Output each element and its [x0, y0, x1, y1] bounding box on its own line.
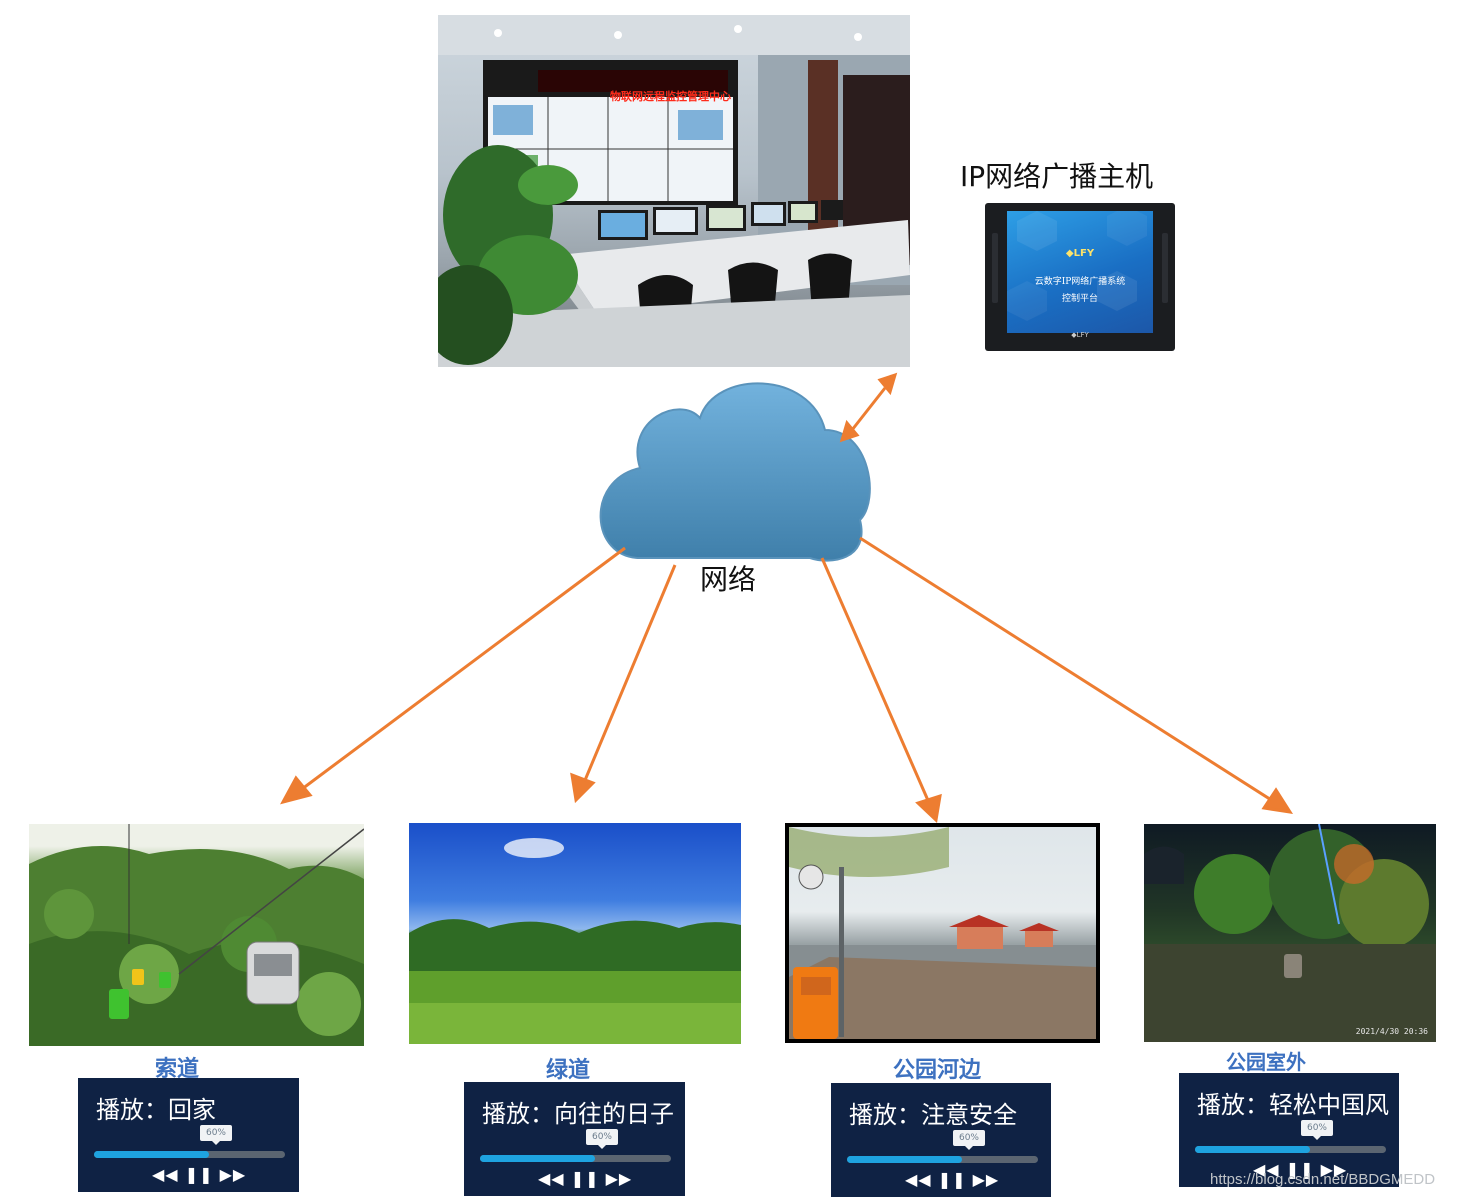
host-screen: ◆LFY 云数字IP网络广播系统 控制平台: [1007, 211, 1153, 333]
arrow-to-greenway: [581, 564, 677, 786]
park-outdoor-illustration: [1144, 824, 1436, 1042]
scene-label-riverside: 公园河边: [893, 1058, 982, 1083]
progress-tooltip: 60%: [1301, 1120, 1333, 1140]
now-playing-text: 播放：轻松中国风: [1197, 1091, 1389, 1119]
rack-handle-right: [1162, 233, 1168, 303]
arrow-head-riverside: [915, 793, 942, 824]
playback-controls[interactable]: ◀◀ ❚❚ ▶▶: [905, 1170, 1000, 1189]
progress-tooltip: 60%: [200, 1125, 232, 1145]
video-wall-banner: 物联网远程监控管理中心: [610, 90, 731, 103]
rack-handle-left: [992, 233, 998, 303]
host-link-arrow: [839, 372, 898, 443]
progress-fill: [94, 1151, 209, 1158]
cloud-icon: [599, 382, 871, 562]
watermark: https://blog.csdn.net/BBDGMEDD: [1210, 1171, 1436, 1188]
arrow-head-greenway: [570, 772, 596, 804]
riverside-photo: [785, 823, 1100, 1043]
control-room-photo: 物联网远程监控管理中心: [438, 15, 910, 367]
progress-bar[interactable]: [1195, 1146, 1386, 1153]
playback-controls[interactable]: ◀◀ ❚❚ ▶▶: [538, 1169, 633, 1188]
scene-label-cableway: 索道: [155, 1057, 200, 1082]
arrow-head-cableway: [280, 775, 313, 805]
photo-timestamp: 2021/4/30 20:36: [1355, 1027, 1428, 1036]
now-playing-text: 播放：注意安全: [849, 1101, 1017, 1129]
arrow-head-outdoor: [1261, 787, 1294, 814]
progress-fill: [847, 1156, 962, 1163]
player-cableway: 播放：回家 60% ◀◀ ❚❚ ▶▶: [78, 1078, 299, 1192]
host-bottom-logo: ◆LFY: [1071, 331, 1089, 339]
host-screen-logo: ◆LFY: [1065, 248, 1095, 259]
arrow-to-cableway: [297, 546, 626, 794]
progress-fill: [1195, 1146, 1310, 1153]
player-outdoor: 播放：轻松中国风 60% ◀◀ ❚❚ ▶▶: [1179, 1073, 1399, 1187]
progress-bar[interactable]: [847, 1156, 1038, 1163]
cableway-illustration: [29, 824, 364, 1046]
arrow-to-outdoor: [859, 536, 1277, 805]
riverside-photo-inner: [789, 827, 1096, 1039]
control-room-illustration: [438, 15, 910, 367]
broadcast-host-device: ◆LFY 云数字IP网络广播系统 控制平台 ◆LFY: [985, 203, 1175, 351]
progress-bar[interactable]: [94, 1151, 285, 1158]
scene-label-greenway: 绿道: [546, 1058, 591, 1083]
now-playing-text: 播放：回家: [96, 1096, 216, 1124]
scene-label-outdoor: 公园室外: [1226, 1050, 1306, 1074]
greenway-illustration: [409, 838, 741, 1044]
hexagon-pattern: [1007, 211, 1147, 321]
progress-tooltip: 60%: [953, 1130, 985, 1150]
network-label: 网络: [700, 563, 757, 596]
progress-tooltip: 60%: [586, 1129, 618, 1149]
host-title: IP网络广播主机: [960, 160, 1154, 193]
player-greenway: 播放：向往的日子 60% ◀◀ ❚❚ ▶▶: [464, 1082, 685, 1196]
playback-controls[interactable]: ◀◀ ❚❚ ▶▶: [1253, 1160, 1348, 1179]
host-screen-subtitle: 控制平台: [1061, 294, 1098, 304]
player-riverside: 播放：注意安全 60% ◀◀ ❚❚ ▶▶: [831, 1083, 1051, 1197]
host-screen-title: 云数字IP网络广播系统: [1034, 277, 1126, 287]
riverside-illustration: [789, 827, 1096, 1039]
progress-bar[interactable]: [480, 1155, 671, 1162]
arrow-to-riverside: [820, 557, 932, 806]
cableway-photo: [29, 824, 364, 1046]
greenway-photo: [409, 823, 741, 1044]
park-outdoor-photo: 2021/4/30 20:36: [1144, 824, 1436, 1042]
progress-fill: [480, 1155, 595, 1162]
now-playing-text: 播放：向往的日子: [482, 1100, 674, 1128]
playback-controls[interactable]: ◀◀ ❚❚ ▶▶: [152, 1165, 247, 1184]
